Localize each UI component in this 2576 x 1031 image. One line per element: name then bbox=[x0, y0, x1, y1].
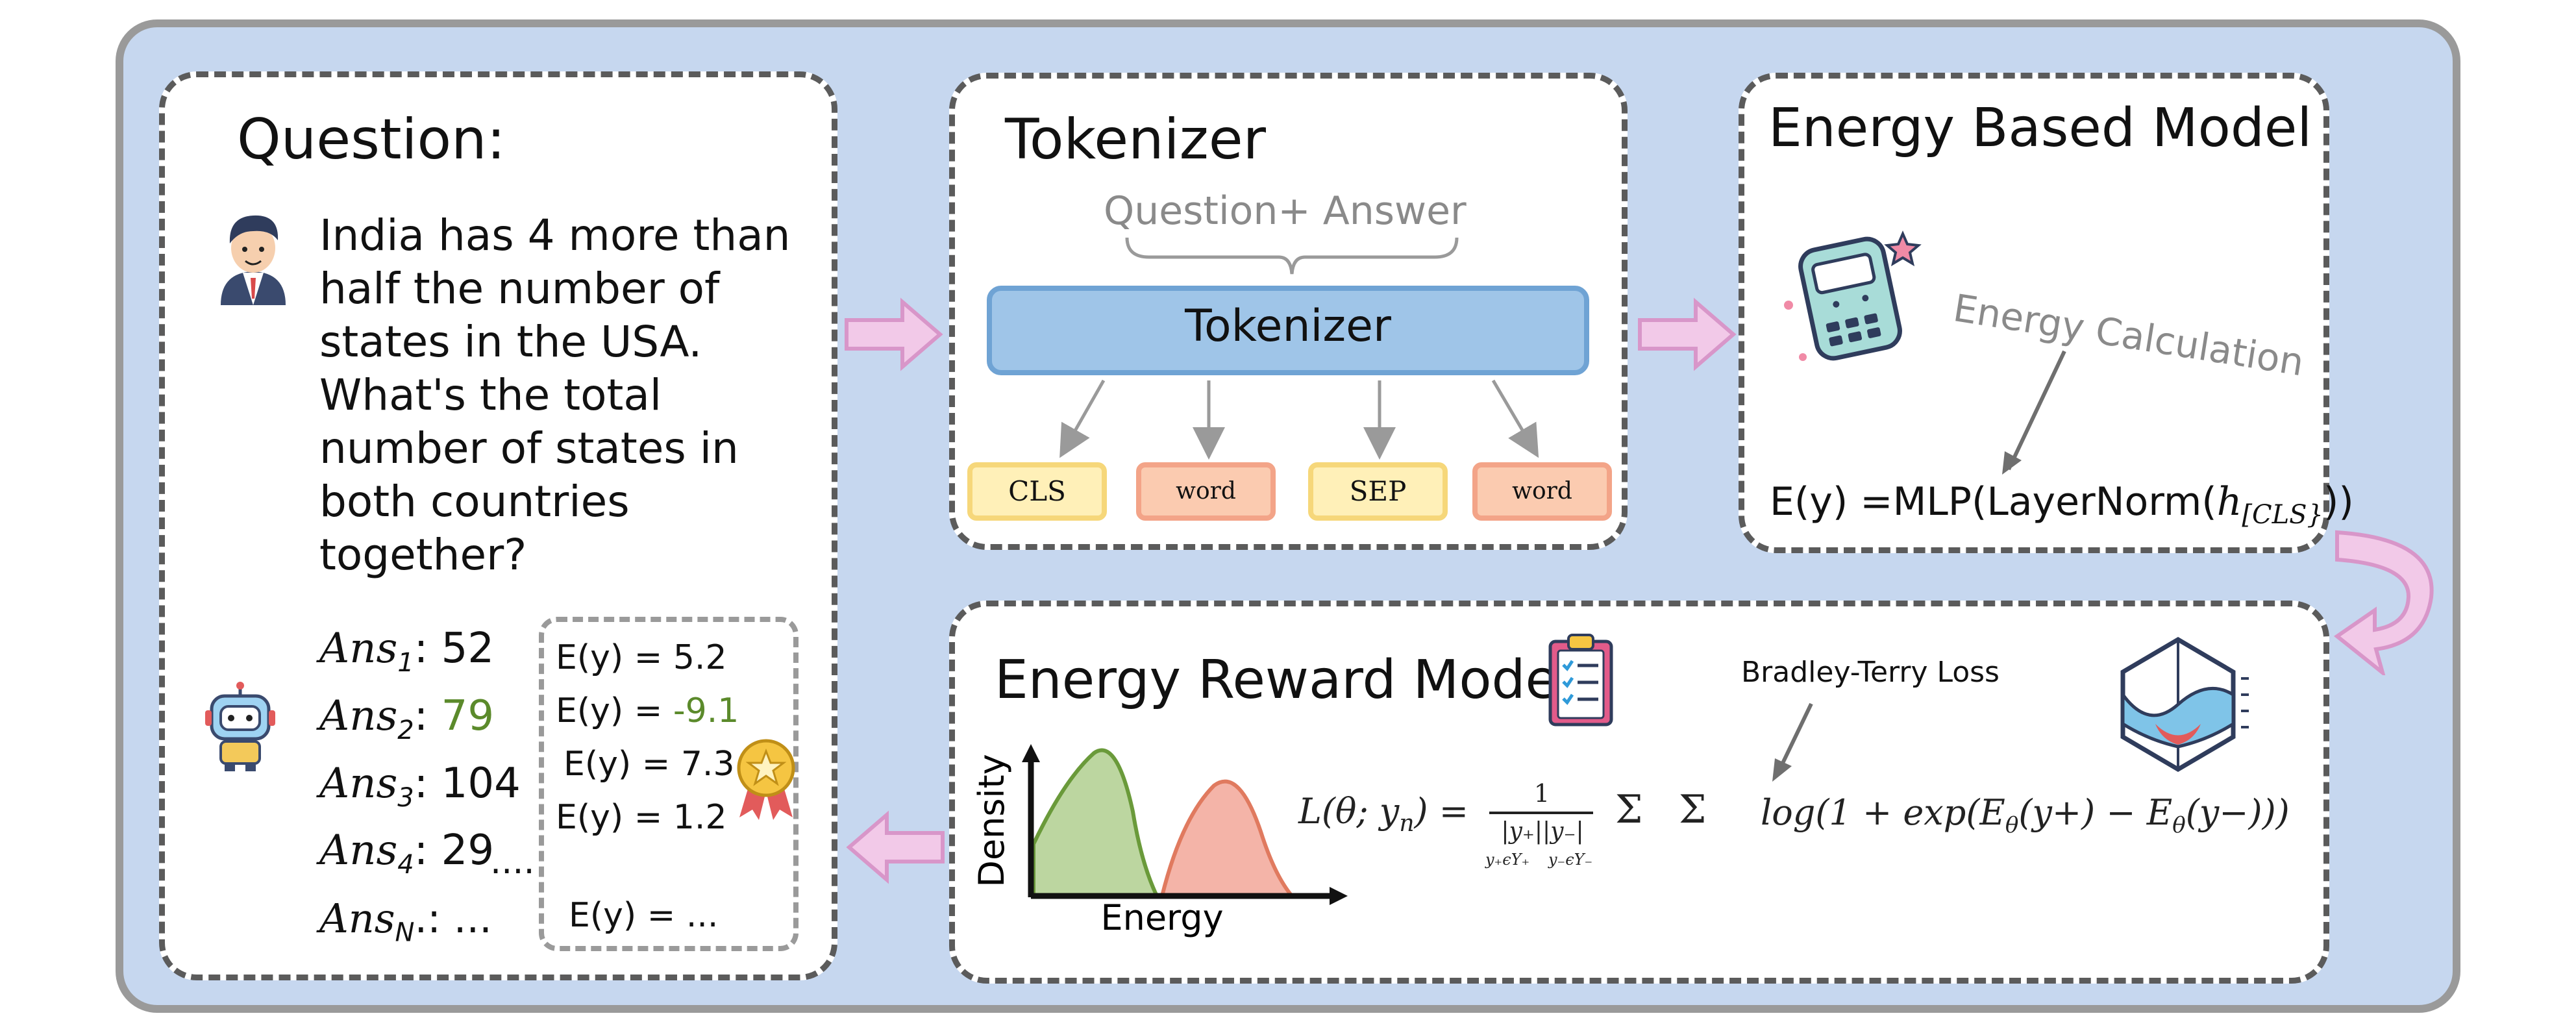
sum-symbol: Σ bbox=[1615, 787, 1643, 832]
energy-score-last: E(y) = ... bbox=[569, 896, 719, 935]
negative-distribution bbox=[1159, 779, 1296, 898]
sum-symbol: Σ bbox=[1679, 787, 1707, 832]
ebm-formula: E(y) =MLP(LayerNorm(h[CLS})) bbox=[1770, 479, 2354, 530]
answer-index: 3 bbox=[397, 782, 414, 813]
answer-index: 2 bbox=[397, 715, 414, 745]
tokenizer-input-label: Question+ Answer bbox=[1104, 188, 1467, 234]
flow-arrow-right bbox=[1638, 297, 1737, 371]
ebm-title: Energy Based Model bbox=[1768, 97, 2312, 159]
energy-prefix: E(y) = bbox=[556, 691, 673, 730]
annotation-arrow bbox=[2002, 350, 2066, 475]
token-special: CLS bbox=[967, 462, 1107, 521]
flow-arrow-left bbox=[846, 810, 945, 884]
energy-score: E(y) = 5.2 bbox=[556, 638, 727, 677]
loss-theta: θ bbox=[2005, 812, 2019, 838]
frac-bar bbox=[1489, 812, 1593, 814]
plot-ylabel: Density bbox=[974, 754, 1012, 887]
answer-label: Ans bbox=[319, 759, 398, 808]
token-word: word bbox=[1472, 462, 1612, 521]
answers-ellipsis: .... bbox=[490, 841, 535, 882]
energy-distribution-plot: Density Energy bbox=[974, 744, 1348, 938]
frac-denominator: |y₊||y₋| bbox=[1501, 818, 1584, 845]
energy-score-best: E(y) = -9.1 bbox=[556, 684, 739, 738]
loss-lhs: L(θ; yn) = bbox=[1298, 791, 1468, 837]
token-label: SEP bbox=[1349, 475, 1407, 507]
loss-label-arrow bbox=[1772, 702, 1813, 782]
frac-numerator: 1 bbox=[1533, 779, 1550, 808]
surface-plot-icon bbox=[2120, 636, 2249, 773]
loss-lhs-sub: n bbox=[1399, 810, 1415, 837]
user-avatar-icon bbox=[221, 215, 286, 305]
formula-h: h bbox=[2216, 479, 2242, 525]
question-line: together? bbox=[319, 530, 527, 580]
answer-index: 4 bbox=[397, 850, 414, 880]
answer-value: 104 bbox=[441, 759, 521, 808]
bradley-terry-loss-label: Bradley-Terry Loss bbox=[1741, 656, 2000, 689]
answers-list: Ans1: 52 Ans2: 79 Ans3: 104 Ans4: 29 bbox=[319, 622, 521, 891]
token-special: SEP bbox=[1308, 462, 1448, 521]
energy-reward-model-panel bbox=[949, 601, 2329, 984]
answer-label: Ans bbox=[319, 826, 398, 875]
input-brace bbox=[1125, 237, 1459, 275]
flow-arrow-right bbox=[845, 297, 943, 371]
answer-row: Ans2: 79 bbox=[319, 691, 495, 745]
energy-score: E(y) = 7.3 bbox=[564, 745, 735, 784]
loss-lhs-close: ) = bbox=[1414, 791, 1468, 832]
answer-value: .: ... bbox=[414, 895, 492, 942]
loss-rhs: log(1 + exp(Eθ(y+) − Eθ(y−))) bbox=[1761, 792, 2290, 838]
sum-subscript: y₊ϵY₊ bbox=[1485, 851, 1530, 869]
loss-end-text: (y−))) bbox=[2185, 792, 2290, 833]
erm-title: Energy Reward Model bbox=[995, 649, 1573, 711]
token-label: CLS bbox=[1008, 475, 1066, 507]
clipboard-checklist-icon bbox=[1548, 634, 1613, 727]
energy-value: -9.1 bbox=[673, 691, 739, 730]
question-line: half the number of bbox=[319, 264, 720, 314]
token-arrows bbox=[1059, 379, 1539, 460]
tokenizer-block bbox=[987, 286, 1589, 375]
answer-row: Ans3: 104 bbox=[319, 759, 521, 813]
loss-theta: θ bbox=[2172, 812, 2186, 838]
tokenizer-block-label: Tokenizer bbox=[1185, 301, 1391, 352]
loss-rhs-text: log(1 + exp(E bbox=[1761, 792, 2005, 833]
answer-value: 29 bbox=[441, 826, 495, 875]
answer-row: Ans4: 29 bbox=[319, 826, 495, 880]
calculator-icon bbox=[1784, 230, 1922, 361]
flow-arrow-curved bbox=[2333, 530, 2434, 675]
formula-sub: [CLS} bbox=[2242, 500, 2323, 530]
formula-main: E(y) =MLP(LayerNorm( bbox=[1770, 479, 2217, 525]
answer-row: Ans1: 52 bbox=[319, 625, 495, 678]
question-title: Question: bbox=[237, 107, 506, 172]
question-line: India has 4 more than bbox=[319, 210, 791, 260]
token-label: word bbox=[1176, 478, 1236, 504]
formula-close: )) bbox=[2323, 479, 2354, 525]
question-line: both countries bbox=[319, 477, 630, 527]
bradley-terry-loss-formula: L(θ; yn) = 1 |y₊||y₋| y₊ϵY₊ y₋ϵY₋ Σ Σ lo… bbox=[1298, 779, 2324, 883]
energy-scores: E(y) = 5.2 E(y) = -9.1 E(y) = 7.3 E(y) =… bbox=[556, 631, 739, 844]
question-line: states in the USA. bbox=[319, 317, 702, 367]
answer-value: 52 bbox=[441, 625, 495, 673]
energy-score: E(y) = 1.2 bbox=[556, 798, 727, 837]
answer-index: 1 bbox=[397, 647, 414, 678]
token-label: word bbox=[1512, 478, 1572, 504]
sum-subscript: y₋ϵY₋ bbox=[1548, 851, 1593, 869]
question-line: number of states in bbox=[319, 423, 739, 473]
answer-label: Ans bbox=[319, 691, 398, 740]
answer-value-best: 79 bbox=[441, 691, 495, 740]
robot-icon bbox=[205, 682, 275, 771]
question-line: What's the total bbox=[319, 370, 662, 420]
loss-lhs-text: L(θ; y bbox=[1298, 791, 1400, 832]
plot-xlabel: Energy bbox=[1100, 897, 1223, 938]
answer-index: N bbox=[395, 917, 415, 948]
token-word: word bbox=[1136, 462, 1276, 521]
answer-row-last: AnsN.: ... bbox=[319, 895, 492, 947]
medal-icon bbox=[737, 739, 795, 820]
question-text: India has 4 more than half the number of… bbox=[319, 209, 790, 582]
tokenizer-title: Tokenizer bbox=[1005, 107, 1266, 172]
positive-distribution bbox=[1032, 748, 1160, 898]
answer-label: Ans bbox=[319, 895, 395, 942]
answer-label: Ans bbox=[319, 625, 398, 673]
loss-mid-text: (y+) − E bbox=[2018, 792, 2173, 833]
